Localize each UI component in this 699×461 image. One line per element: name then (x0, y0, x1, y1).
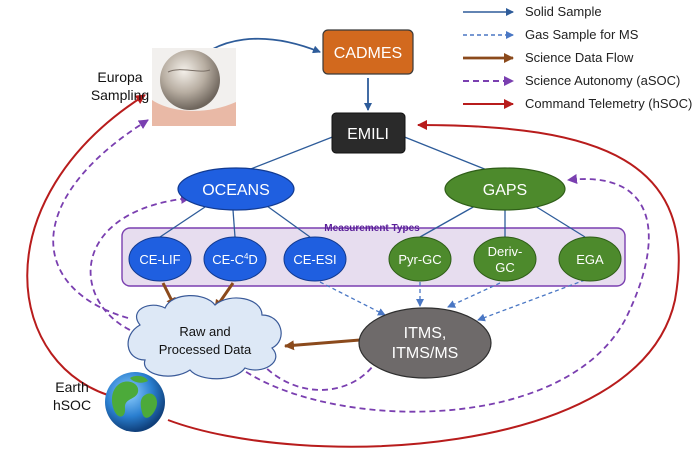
ce-esi-label: CE-ESI (293, 252, 336, 267)
oceans-to-celif-line (159, 206, 206, 238)
ce-esi-node (283, 236, 347, 282)
itms-to-data-arrow (284, 338, 361, 351)
emili-to-oceans-line (242, 135, 336, 173)
science-autonomy-to-sampling-path (52, 119, 149, 319)
emili-to-gaps-line (401, 135, 493, 173)
itms-label-line2: ITMS/MS (392, 345, 459, 362)
command-telemetry-right-path (167, 120, 680, 448)
derivgc-to-itms-gas-arrow (447, 282, 501, 308)
ce-c4d-label-main: CE-C (212, 252, 244, 267)
ce-c4d-label: CE-C4D (212, 252, 258, 267)
ceesi-to-itms-gas-arrow (319, 281, 386, 316)
measurement-types-box (121, 227, 626, 287)
deriv-gc-node (473, 236, 537, 282)
legend-label-science-autonomy: Science Autonomy (aSOC) (525, 73, 680, 88)
science-autonomy-to-gaps-path (229, 174, 650, 413)
legend-label-command-telemetry: Command Telemetry (hSOC) (525, 96, 692, 111)
emili-label: EMILI (347, 126, 389, 143)
emili-box (331, 112, 406, 154)
raw-data-label-line2: Processed Data (159, 342, 252, 357)
ce-lif-node (128, 236, 192, 282)
pyr-gc-label: Pyr-GC (398, 252, 441, 267)
ce-c4d-node (203, 236, 267, 282)
gaps-to-ega-line (534, 205, 586, 238)
deriv-gc-label-line1: Deriv- (488, 244, 523, 259)
cadmes-box (322, 29, 414, 75)
europa-sampling-label-line2: Sampling (91, 87, 149, 103)
gaps-node (444, 167, 566, 211)
earth-label-line2: hSOC (53, 397, 91, 413)
itms-label-line1: ITMS, (404, 325, 447, 342)
ega-label: EGA (576, 252, 604, 267)
gaps-to-pyrgc-line (419, 205, 476, 238)
gaps-label: GAPS (483, 182, 527, 199)
measurement-types-label: Measurement Types (324, 223, 420, 234)
cadmes-label: CADMES (334, 45, 402, 62)
science-autonomy-to-itms-path (259, 354, 381, 391)
deriv-gc-label-line2: GC (495, 260, 515, 275)
itms-node (358, 307, 492, 379)
raw-processed-data-cloud (127, 295, 282, 380)
ce-c4d-label-tail: D (248, 252, 257, 267)
ce-lif-label: CE-LIF (139, 252, 180, 267)
ega-node (558, 236, 622, 282)
ega-to-itms-gas-arrow (477, 279, 586, 322)
pyr-gc-node (388, 236, 452, 282)
ce-c4d-label-superscript: 4 (244, 252, 249, 261)
earth-label-line1: Earth (55, 379, 88, 395)
europa-sample-image (152, 48, 236, 126)
science-autonomy-to-oceans-path (89, 193, 191, 331)
oceans-to-cec4d-line (232, 209, 236, 238)
raw-data-label-line1: Raw and (179, 324, 230, 339)
legend-label-solid-sample: Solid Sample (525, 4, 602, 19)
europa-sampling-label-line1: Europa (97, 69, 142, 85)
legend-label-science-data: Science Data Flow (525, 50, 634, 65)
command-telemetry-left-path (26, 94, 146, 399)
oceans-to-ceesi-line (266, 205, 311, 238)
earth-globe-icon (105, 372, 165, 432)
oceans-label: OCEANS (202, 182, 270, 199)
oceans-node (177, 167, 295, 211)
legend-label-gas-sample: Gas Sample for MS (525, 27, 639, 42)
legend: Solid Sample Gas Sample for MS Science D… (463, 4, 692, 111)
